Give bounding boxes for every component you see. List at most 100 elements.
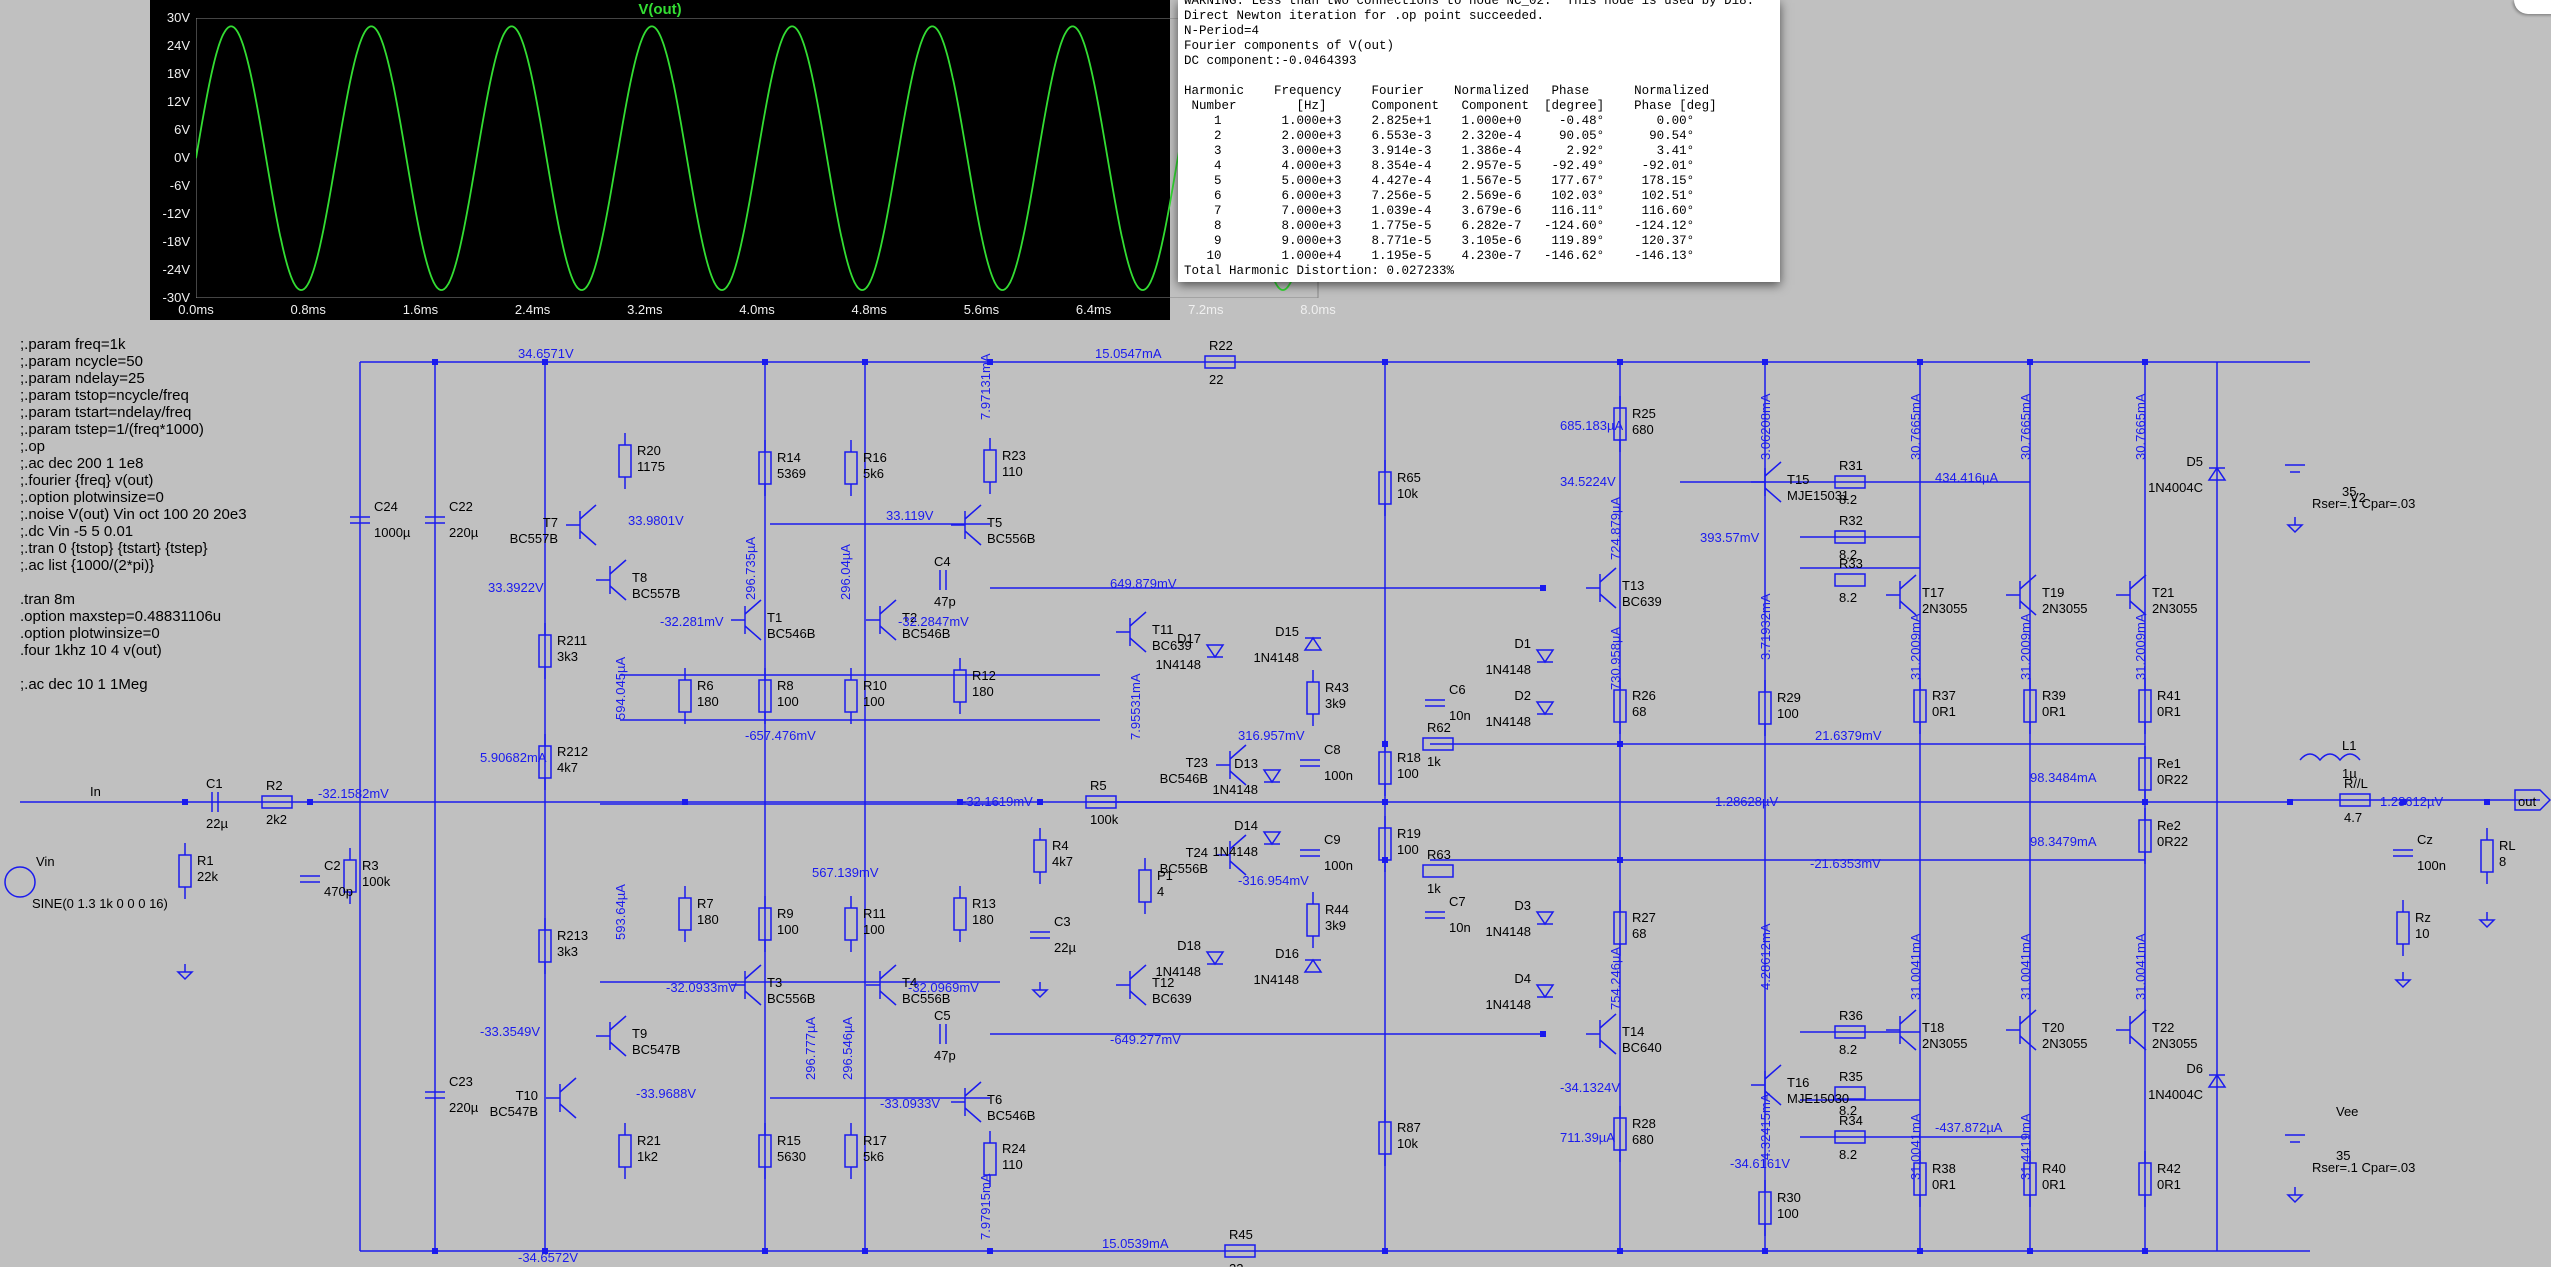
transistor: [2019, 1009, 2037, 1025]
transistor: [1899, 600, 1917, 616]
resistor: [844, 1134, 858, 1168]
directive-line[interactable]: .option plotwinsize=0: [20, 625, 160, 642]
transistor: [1899, 1035, 1917, 1051]
ground-symbol: [2286, 524, 2304, 534]
transistor: [1599, 1013, 1617, 1029]
junction-dot: [1382, 799, 1388, 805]
directive-line[interactable]: ;.param tstart=ndelay/freq: [20, 404, 192, 421]
transistor-name: T23: [1186, 755, 1208, 770]
ground-symbol: [1031, 989, 1049, 999]
net-annotation: 685.183µA: [1560, 418, 1623, 433]
net-annotation: 34.5224V: [1560, 474, 1616, 489]
net-annotation: -33.0933V: [880, 1096, 940, 1111]
net-annotation: 31.2009mA: [2018, 613, 2033, 680]
resistor: [1613, 407, 1627, 441]
net-annotation: 31.2009mA: [2133, 613, 2148, 680]
transistor: [2129, 1035, 2147, 1051]
x-tick-label: 0.8ms: [290, 302, 326, 317]
directive-line[interactable]: ;.param ndelay=25: [20, 370, 145, 387]
directive-line[interactable]: .tran 8m: [20, 591, 76, 608]
resistor-value: 180: [972, 684, 994, 699]
resistor: [178, 854, 192, 888]
diode: [1535, 701, 1555, 716]
net-annotation: 754.246µA: [1608, 947, 1623, 1010]
resistor-value: 0R22: [2157, 772, 2188, 787]
directive-line[interactable]: ;.param tstop=ncycle/freq: [20, 387, 189, 404]
diode-model: 1N4148: [1155, 657, 1201, 672]
diode-name: D13: [1234, 756, 1258, 771]
directive-line[interactable]: ;.tran 0 {tstop} {tstart} {tstep}: [20, 540, 208, 557]
transistor-model: 2N3055: [2042, 1036, 2088, 1051]
junction-dot: [987, 1248, 993, 1254]
resistor-value: 8.2: [1839, 1103, 1857, 1118]
y-tick-label: -30V: [162, 290, 190, 305]
resistor-value: 3k9: [1325, 696, 1346, 711]
x-tick-label: 5.6ms: [963, 302, 1000, 317]
resistor-name: R27: [1632, 910, 1656, 925]
resistor-value: 100: [1777, 1206, 1799, 1221]
resistor: [2396, 911, 2410, 945]
directive-line[interactable]: ;.dc Vin -5 5 0.01: [20, 523, 134, 540]
resistor-name: R212: [557, 744, 588, 759]
trace-v-out[interactable]: [196, 25, 1319, 291]
directive-line[interactable]: ;.param ncycle=50: [20, 353, 143, 370]
resistor-name: R42: [2157, 1161, 2181, 1176]
net-annotation: 34.6571V: [518, 346, 574, 361]
resistor-value: 5630: [777, 1149, 806, 1164]
directive-line[interactable]: ;.ac dec 10 1 1Meg: [20, 676, 148, 693]
wire: [1090, 799, 2540, 803]
directive-line[interactable]: ;.fourier {freq} v(out): [20, 472, 154, 489]
directive-line[interactable]: ;.param tstep=1/(freq*1000): [20, 421, 204, 438]
directive-line[interactable]: .option maxstep=0.48831106u: [20, 608, 222, 625]
junction-dot: [1617, 359, 1623, 365]
resistor-name: R5: [1090, 778, 1107, 793]
resistor-value: 8.2: [1839, 590, 1857, 605]
directive-line[interactable]: ;.option plotwinsize=0: [20, 489, 164, 506]
resistor-name: R43: [1325, 680, 1349, 695]
transistor-model: BC546B: [1160, 771, 1208, 786]
spice-directives[interactable]: ;.param freq=1k;.param ncycle=50;.param …: [20, 336, 247, 693]
resistor: [1913, 689, 1927, 723]
net-annotation: -316.954mV: [1238, 873, 1309, 888]
transistor: [1599, 567, 1617, 583]
resistor-name: R65: [1397, 470, 1421, 485]
directive-line[interactable]: ;.ac list {1000/(2*pi)}: [20, 557, 155, 574]
resistor-value: 8.2: [1839, 547, 1857, 562]
net-annotation: 296.735µA: [743, 537, 758, 600]
transistor-name: T10: [516, 1088, 538, 1103]
resistor: [758, 679, 772, 713]
net-annotation: 31.2009mA: [1908, 613, 1923, 680]
resistor-name: R7: [697, 896, 714, 911]
resistor-name: R22: [1209, 338, 1233, 353]
source-value: 35: [2342, 484, 2356, 499]
net-annotation: 567.139mV: [812, 865, 879, 880]
directive-line[interactable]: .four 1khz 10 4 v(out): [20, 642, 162, 659]
x-tick-label: 3.2ms: [627, 302, 663, 317]
junction-dot: [2142, 799, 2148, 805]
net-annotation: 724.879µA: [1608, 497, 1623, 560]
transistor-model: 2N3055: [2152, 601, 2198, 616]
transistor-name: T24: [1186, 845, 1208, 860]
resistor-name: R3: [362, 858, 379, 873]
resistor: [953, 669, 967, 703]
directive-line[interactable]: ;.noise V(out) Vin oct 100 20 20e3: [20, 506, 247, 523]
resistor-value: 100: [1777, 706, 1799, 721]
resistor-value: 22k: [197, 869, 218, 884]
directive-line[interactable]: ;.param freq=1k: [20, 336, 126, 353]
resistor-value: 100: [1397, 842, 1419, 857]
diode-model: 1N4148: [1212, 844, 1258, 859]
net-annotation: 7.95531mA: [1128, 673, 1143, 740]
transistor-name: T11: [1152, 622, 1173, 637]
capacitor-value: 100n: [1324, 858, 1353, 873]
junction-dot: [1917, 359, 1923, 365]
directive-line[interactable]: ;.op: [20, 438, 46, 455]
junction-dot: [1382, 741, 1388, 747]
transistor-model: BC639: [1152, 638, 1192, 653]
transistor: [609, 1041, 627, 1057]
transistor: [879, 599, 897, 615]
resistor: [1306, 903, 1320, 937]
directive-line[interactable]: ;.ac dec 200 1 1e8: [20, 455, 144, 472]
net-annotation: -34.1324V: [1560, 1080, 1620, 1095]
